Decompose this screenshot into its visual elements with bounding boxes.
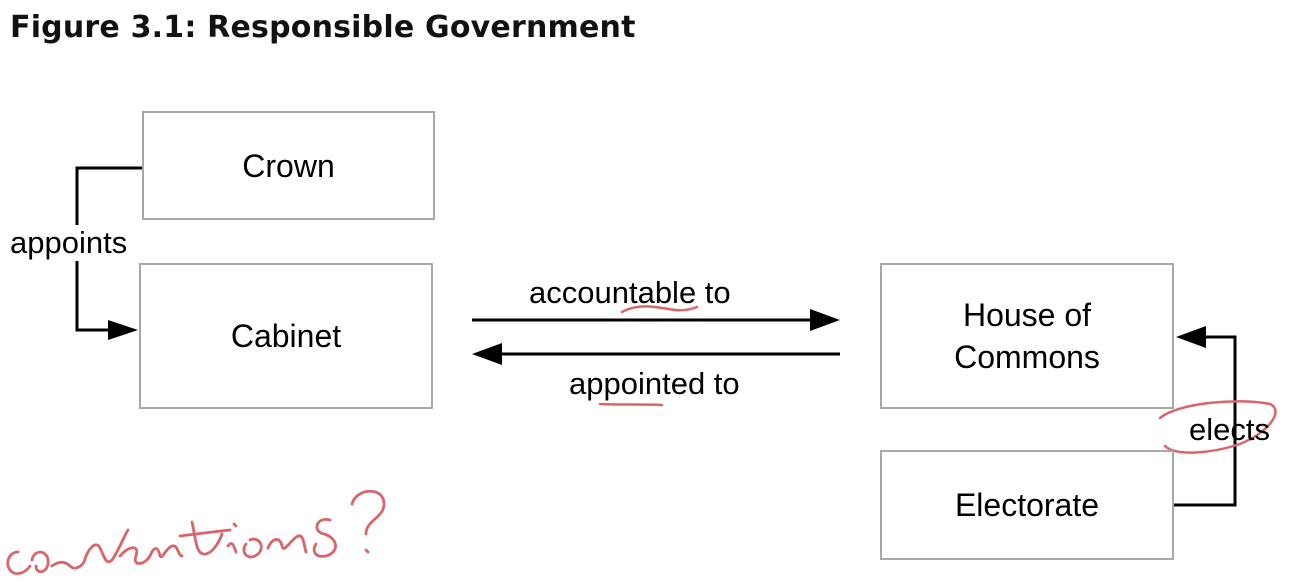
cabinet-box: Cabinet (139, 263, 433, 409)
crown-label: Crown (242, 147, 335, 184)
appoints-arrowhead (108, 320, 138, 340)
circle-elects (1158, 400, 1277, 454)
edge-label-elects: elects (1189, 412, 1270, 447)
edge-label-appointed-to: appointed to (569, 366, 740, 401)
underline-accountable (620, 305, 699, 314)
elects-arrowhead (1176, 326, 1206, 348)
house-label-line1: House of (962, 297, 1092, 333)
accountable-arrowhead (810, 309, 840, 331)
crown-box: Crown (142, 111, 435, 220)
edge-label-accountable-to: accountable to (529, 275, 731, 310)
electorate-box: Electorate (880, 450, 1174, 560)
electorate-label: Electorate (954, 487, 1100, 523)
figure-title: Figure 3.1: Responsible Government (10, 10, 636, 45)
house-of-commons-box: House of Commons (880, 263, 1174, 409)
appointed-arrowhead (472, 343, 502, 365)
underline-appointed (598, 402, 664, 407)
house-label-line2: Commons (954, 339, 1100, 375)
cabinet-label: Cabinet (230, 318, 342, 354)
edge-label-appoints: appoints (10, 225, 128, 261)
elects-connector (1174, 335, 1237, 507)
